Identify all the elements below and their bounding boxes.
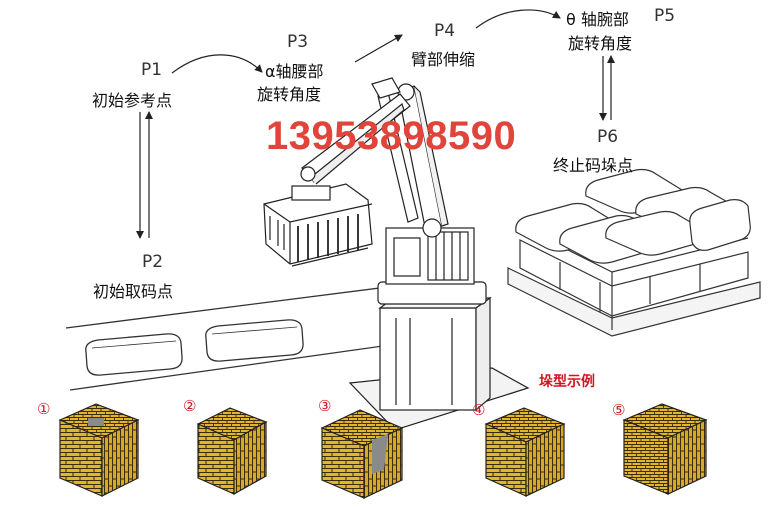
arrow-p1-to-p3 <box>171 54 263 74</box>
point-p2-label: P2 <box>142 252 164 272</box>
robot-pedestal <box>379 307 477 411</box>
motion-arrows <box>136 9 615 239</box>
initial-pick-point-label: 初始取码点 <box>93 282 174 301</box>
waist-axis-label: α轴腰部 <box>265 62 324 81</box>
arrow-p3-to-p4 <box>354 34 403 63</box>
bag-on-conveyor <box>85 333 183 376</box>
initial-reference-point-label: 初始参考点 <box>92 91 173 110</box>
stacked-pallet <box>507 168 761 337</box>
final-stack-point-label: 终止码垛点 <box>553 156 634 175</box>
stack-example-number: ② <box>183 397 197 415</box>
point-p1-label: P1 <box>141 60 163 80</box>
conveyor <box>65 285 396 391</box>
arm-extension-label: 臂部伸缩 <box>411 50 476 69</box>
wrist-axis-label: θ 轴腕部 <box>566 10 629 29</box>
wrist-rotation-label: 旋转角度 <box>568 34 633 53</box>
point-p4-label: P4 <box>434 21 456 41</box>
point-p6-label: P6 <box>597 127 619 147</box>
stack-example-number: ① <box>37 400 51 418</box>
point-p3-label: P3 <box>287 32 309 52</box>
stack-example-number: ④ <box>472 401 486 419</box>
point-p5-label: P5 <box>654 6 676 26</box>
stack-example-4 <box>484 407 566 497</box>
top-layer-bags <box>515 168 751 264</box>
robot-turntable <box>377 281 487 305</box>
stack-example-2 <box>196 407 268 496</box>
stack-example-number: ③ <box>318 397 332 415</box>
waist-rotation-label: 旋转角度 <box>257 85 322 104</box>
stack-example-1 <box>58 403 140 497</box>
bag-on-conveyor <box>205 319 304 362</box>
stack-example-5 <box>622 403 708 495</box>
palletizing-robot <box>263 77 530 431</box>
watermark-phone-number: 13953898590 <box>266 114 517 158</box>
stack-example-number: ⑤ <box>612 401 626 419</box>
stack-example-3 <box>320 409 404 499</box>
robot-gripper <box>263 183 373 267</box>
arrow-p4-to-p5 <box>475 9 561 29</box>
stack-examples-title: 垛型示例 <box>539 374 595 390</box>
